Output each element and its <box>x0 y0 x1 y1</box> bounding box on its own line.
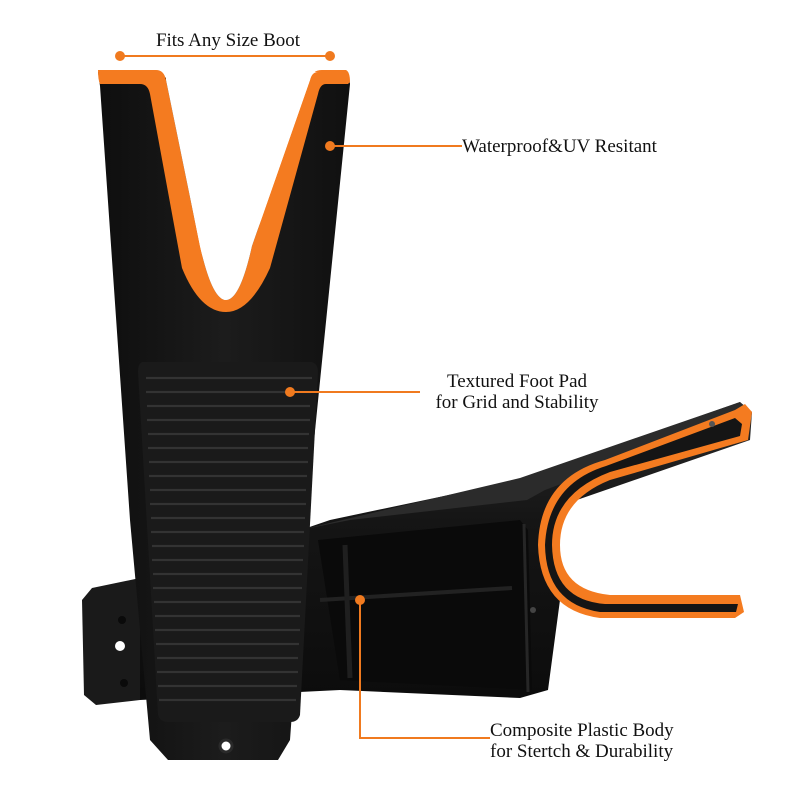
callout-body: Composite Plastic Body for Stertch & Dur… <box>490 720 674 762</box>
callout-dot-icon <box>325 51 335 61</box>
mount-hole-icon <box>218 738 234 754</box>
side-heel-block <box>82 578 140 705</box>
callout-line: Composite Plastic Body <box>490 720 674 741</box>
callout-dot-icon <box>325 141 335 151</box>
textured-foot-pad <box>138 362 318 722</box>
side-hole-icon <box>115 641 125 651</box>
callout-line: Textured Foot Pad <box>446 371 588 392</box>
callout-line: Waterproof&UV Resitant <box>462 136 657 157</box>
callout-dot-icon <box>115 51 125 61</box>
callout-line: for Grid and Stability <box>435 392 599 413</box>
callout-waterproof: Waterproof&UV Resitant <box>462 136 657 157</box>
boot-jack-front-view <box>98 70 350 760</box>
callout-lines <box>115 51 490 739</box>
callout-dot-icon <box>285 387 295 397</box>
callout-line: for Stertch & Durability <box>490 741 674 762</box>
callout-dot-icon <box>355 595 365 605</box>
foot-pad-ribs <box>146 376 312 702</box>
callout-foot-pad: Textured Foot Pad for Grid and Stability <box>412 371 622 413</box>
front-orange-grip <box>98 70 350 312</box>
callout-fits-any-size: Fits Any Size Boot <box>128 30 328 51</box>
callout-line: Fits Any Size Boot <box>155 30 301 51</box>
